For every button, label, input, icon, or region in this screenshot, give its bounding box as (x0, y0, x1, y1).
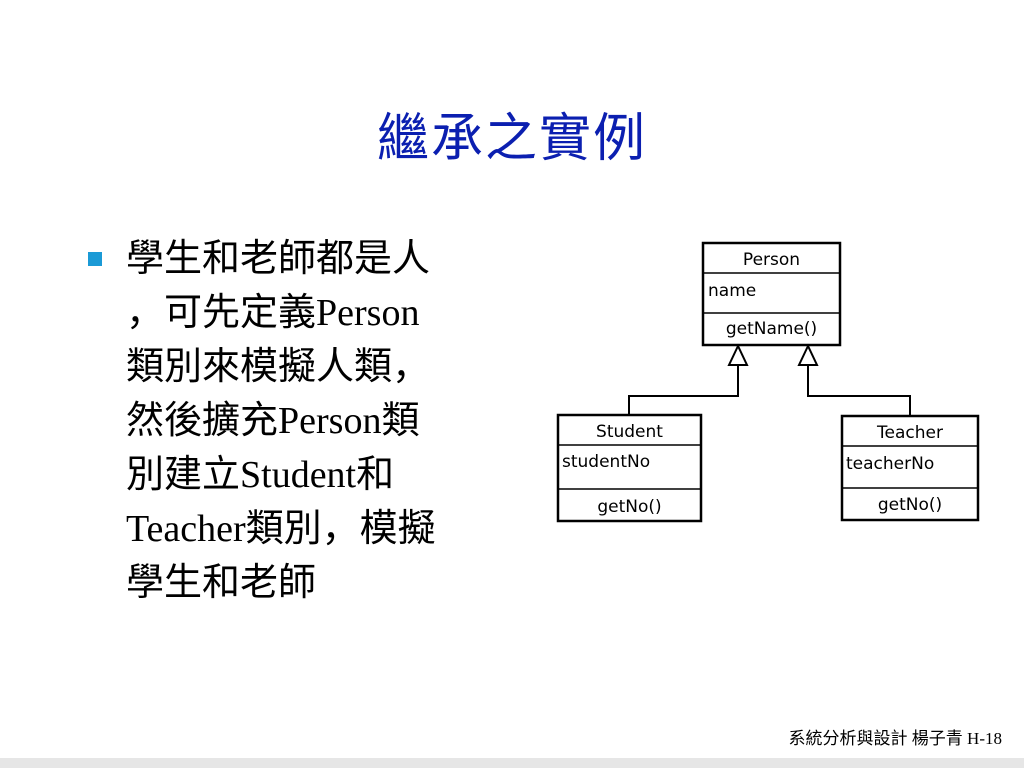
person-operation: getName() (726, 319, 817, 339)
footer-text: 系統分析與設計 楊子青 H-18 (788, 729, 1002, 748)
student-inheritance-line (628, 364, 739, 415)
teacher-class-box: Teacher teacherNo getNo() (840, 414, 980, 522)
teacher-attribute: teacherNo (846, 454, 934, 474)
uml-class-diagram: Person name getName() Student studentNo … (556, 241, 980, 523)
bullet-square-icon (88, 252, 102, 266)
bullet-line: 學生和老師都是人 (126, 238, 431, 280)
footer-bar (0, 758, 1024, 768)
bullet-line: 別建立Student和 (126, 454, 395, 496)
teacher-operation: getNo() (878, 495, 942, 515)
bullet-line: 然後擴充Person類 (126, 400, 420, 442)
bullet-line: ，可先定義Person (126, 292, 420, 334)
person-attribute: name (708, 281, 756, 301)
bullet-line: 類別來模擬人類， (126, 346, 431, 388)
person-class-name: Person (743, 250, 800, 270)
student-attribute: studentNo (562, 452, 650, 472)
student-class-name: Student (596, 422, 663, 442)
teacher-inheritance-line (807, 364, 911, 416)
student-inheritance-arrowhead-icon (727, 343, 749, 366)
person-class-box: Person name getName() (701, 241, 842, 347)
bullet-text: 學生和老師都是人 ，可先定義Person 類別來模擬人類， 然後擴充Person… (126, 232, 506, 610)
teacher-class-name: Teacher (876, 423, 943, 443)
teacher-inheritance-arrowhead-icon (797, 343, 819, 366)
slide-title: 繼承之實例 (376, 109, 647, 169)
bullet-line: 學生和老師 (126, 562, 317, 604)
bullet-line: Teacher類別，模擬 (126, 508, 436, 550)
student-operation: getNo() (597, 497, 661, 517)
student-class-box: Student studentNo getNo() (556, 413, 703, 523)
